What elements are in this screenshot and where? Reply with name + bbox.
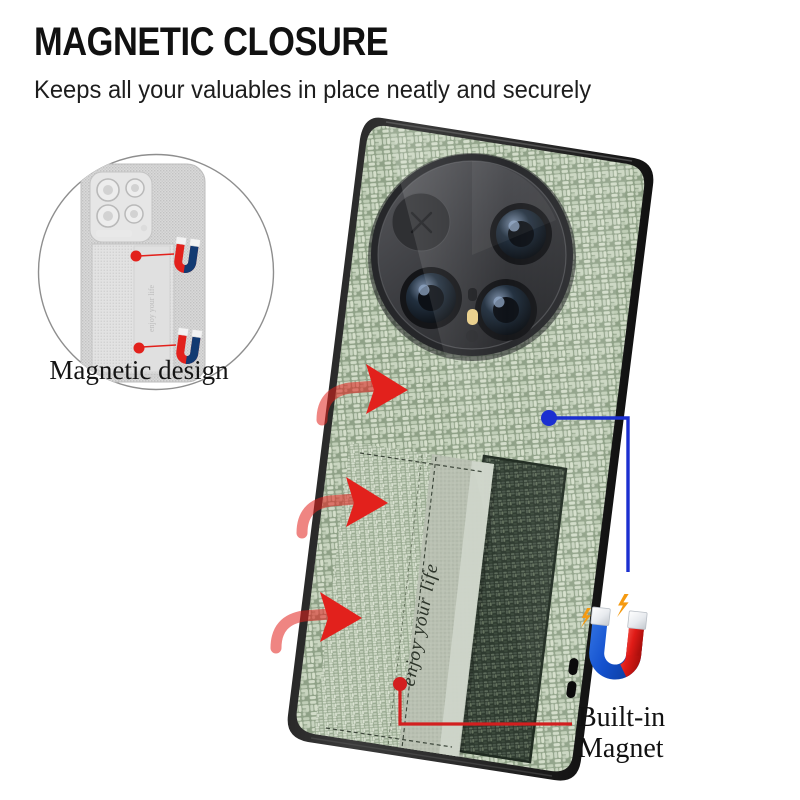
inset-magnet-marker-top — [130, 250, 175, 262]
red-curved-arrow — [316, 364, 408, 426]
red-curved-arrow — [270, 592, 362, 654]
red-curved-arrow — [296, 477, 388, 539]
magnet-marker-dot — [130, 250, 142, 262]
magnet-label-line1: Built-in — [578, 702, 666, 733]
inset-magnet-marker-bottom — [133, 342, 177, 354]
magnet-tip — [590, 606, 611, 626]
inset-phone-illustration: enjoy your life — [80, 163, 206, 383]
spark-icon — [580, 608, 591, 628]
flap-open-arrows — [270, 364, 408, 654]
magnetic-design-inset: enjoy your life — [34, 152, 278, 402]
magnet-marker-dot — [133, 342, 145, 354]
flap-edge-highlight — [439, 461, 494, 758]
inset-diagram-svg: enjoy your life — [37, 153, 275, 391]
horseshoe-magnet-svg — [580, 594, 648, 680]
u-magnet-icon — [176, 327, 203, 364]
magnet-callout-label: Built-in Magnet — [578, 702, 788, 765]
product-photo: enjoy your life — [236, 112, 666, 792]
horseshoe-magnet-icon — [572, 592, 668, 692]
u-magnet-icon — [174, 236, 201, 273]
product-photo-svg: enjoy your life — [270, 117, 654, 781]
page-subtitle: Keeps all your valuables in place neatly… — [34, 76, 592, 104]
spark-icon — [617, 594, 629, 618]
magnet-tip — [627, 610, 648, 630]
inset-caption: Magnetic design — [49, 355, 229, 385]
inset-case-script: enjoy your life — [147, 284, 156, 332]
magnet-label-line2: Magnet — [578, 733, 664, 765]
page-title: MAGNETIC CLOSURE — [34, 20, 389, 64]
phone-case-body: enjoy your life — [287, 117, 654, 781]
